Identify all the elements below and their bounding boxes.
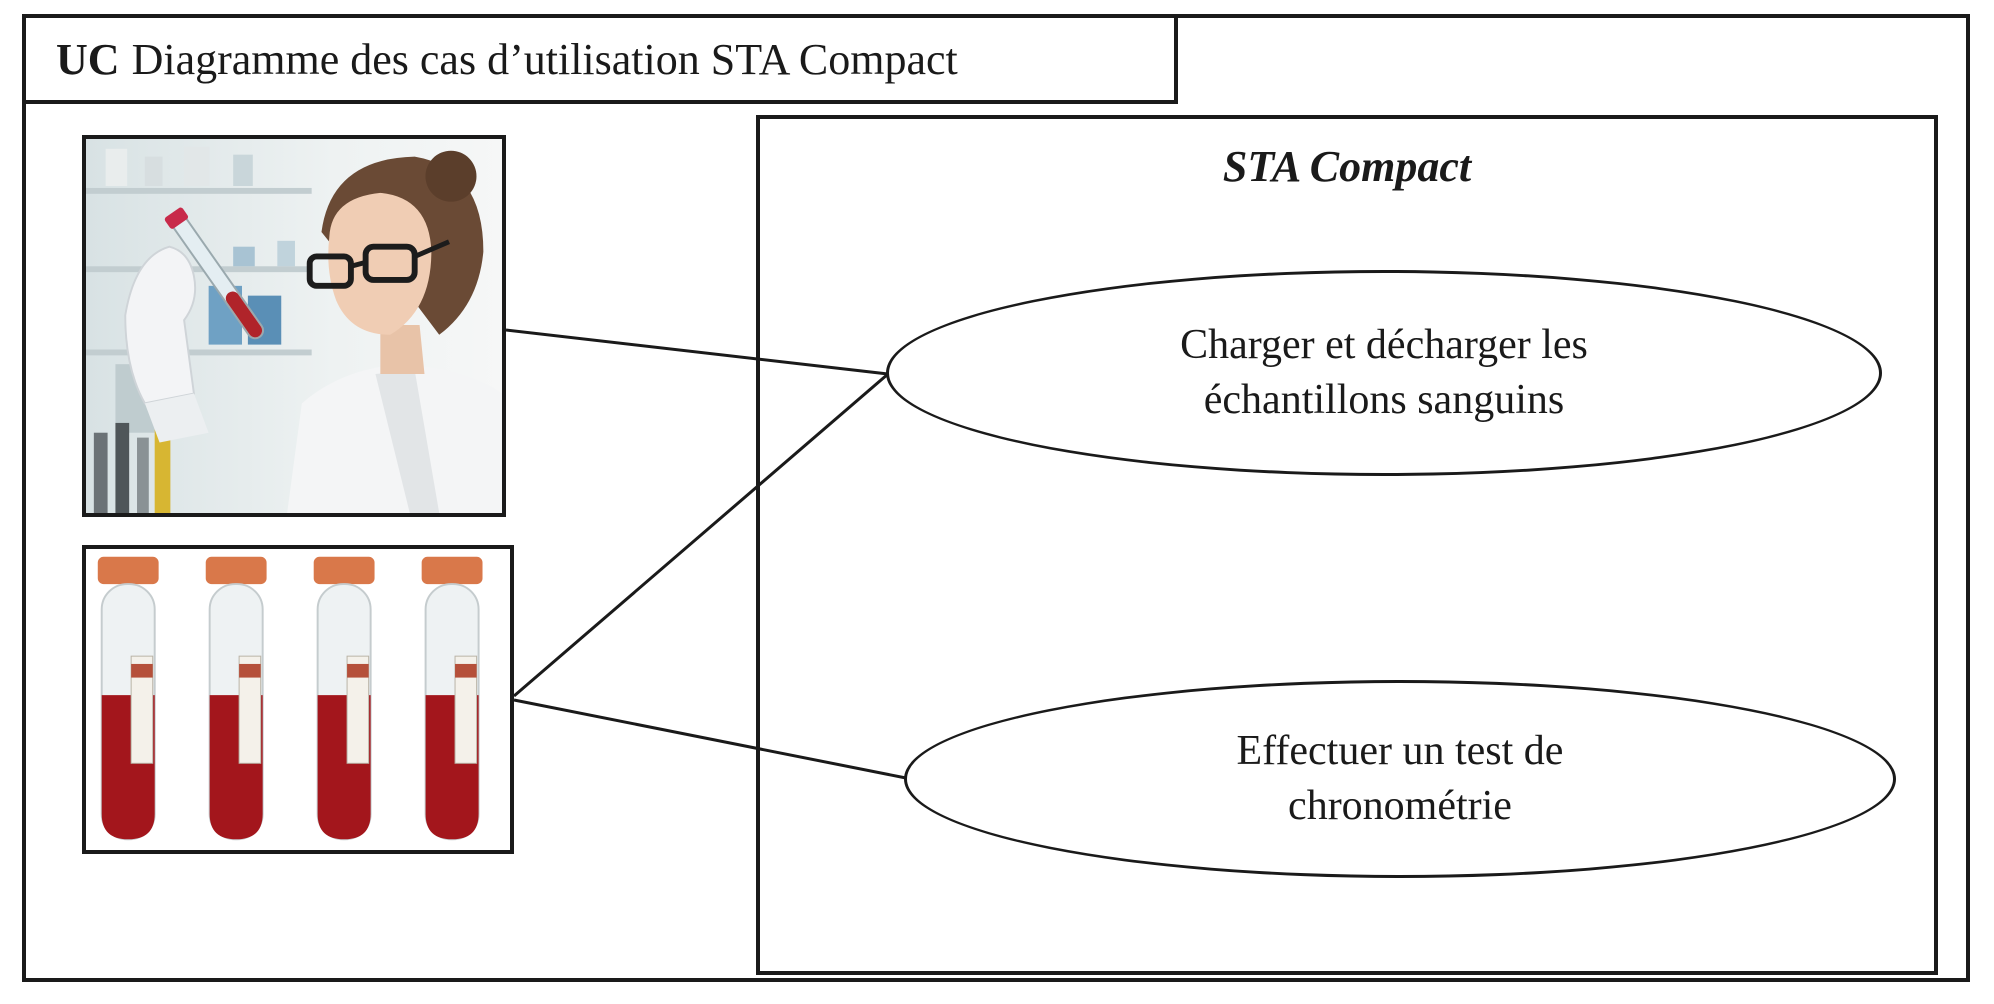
usecase-chronometry-test: Effectuer un test de chronométrie [904, 680, 1896, 878]
blood-tube-1 [97, 556, 159, 841]
blood-tube-3 [313, 556, 375, 841]
actor-technician-image [82, 135, 506, 517]
usecase-load-unload-samples: Charger et décharger les échantillons sa… [886, 270, 1882, 476]
blood-tubes-illustration [86, 549, 510, 850]
diagram-title-text: Diagramme des cas d’utilisation STA Comp… [131, 34, 958, 84]
system-name: STA Compact [1222, 142, 1472, 191]
blood-tube-4 [421, 556, 483, 841]
diagram-kind-keyword: UC [56, 34, 120, 84]
usecase-chrono-label: Effectuer un test de chronométrie [1236, 728, 1564, 829]
technician-illustration [86, 139, 502, 513]
diagram-title: UC Diagramme des cas d’utilisation STA C… [22, 14, 1178, 104]
usecase-load-label: Charger et décharger les échantillons sa… [1180, 322, 1588, 423]
blood-tube-2 [205, 556, 267, 841]
actor-samples-image [82, 545, 514, 854]
